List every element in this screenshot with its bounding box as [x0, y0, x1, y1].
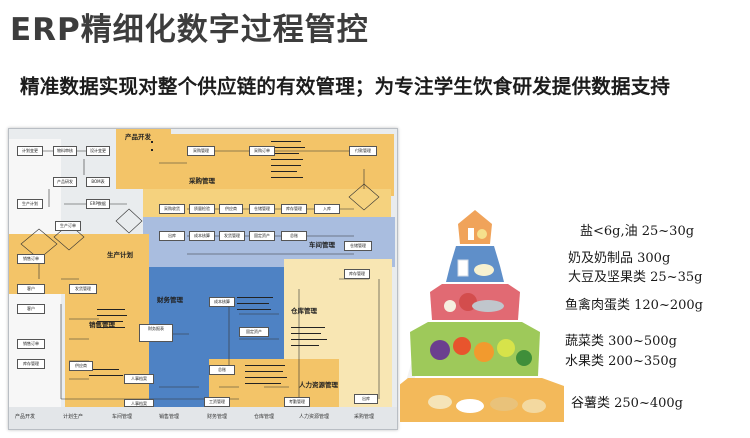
node-outbound: 出库: [159, 231, 185, 241]
node-customer: 客户: [17, 284, 45, 294]
pyramid-label-grains: 谷薯类 250~400g: [571, 396, 683, 411]
node-general-ledger: 总账: [281, 231, 307, 241]
node-storage: 仓储管理: [249, 204, 275, 214]
node-design-change: 设计变更: [86, 146, 110, 156]
node-warehouse-in: 仓储管理: [344, 241, 372, 251]
pyramid-label-soy-nuts: 大豆及坚果类 25~35g: [568, 270, 703, 285]
node-sales-shipping: 发货管理: [69, 284, 97, 294]
node-finance: 财务报表: [139, 324, 173, 342]
node-general-ledger-2: 总账: [209, 365, 235, 375]
zone-title-purchase: 采购管理: [189, 177, 215, 185]
pyramid-label-meat-eggs: 鱼禽肉蛋类 120~200g: [565, 298, 703, 313]
node-vendor-2: 供应商: [69, 361, 93, 371]
node-procurement: 采购管理: [187, 146, 215, 156]
node-personnel: 人事档案: [124, 374, 154, 384]
footer-label: 产品开发: [15, 414, 36, 420]
node-purchase-doc: 采购订单: [249, 146, 275, 156]
node-inbound: 入库: [314, 204, 340, 214]
node-customer-2: 客户: [17, 304, 45, 314]
zone-sales: [65, 294, 149, 407]
node-erp-data: ERP数据: [86, 199, 110, 209]
food-pyramid-graphic: [400, 210, 564, 422]
zone-title-production: 生产计划: [107, 251, 133, 259]
zone-title-warehouse: 仓库管理: [291, 307, 317, 315]
node-plan-change: 计划变更: [17, 146, 43, 156]
zone-title-workshop: 车间管理: [309, 241, 335, 249]
zone-title-hr: 人力资源管理: [299, 381, 338, 389]
node-production-order: 生产订单: [55, 221, 81, 231]
footer-label: 财务管理: [207, 414, 228, 420]
zone-title-product-dev: 产品开发: [125, 133, 151, 141]
zone-footer: [9, 407, 397, 429]
page-title: ERP精细化数字过程管控: [10, 12, 369, 48]
pyramid-label-salt-oil: 盐<6g,油 25~30g: [580, 224, 695, 239]
node-fixed-assets-2: 固定资产: [239, 327, 269, 337]
pyramid-label-vegetables: 蔬菜类 300~500g: [565, 334, 677, 349]
footer-label: 车间管理: [112, 414, 133, 420]
node-shipping: 发货管理: [219, 231, 245, 241]
node-sales-order: 销售订单: [17, 254, 45, 264]
node-inventory: 库存管理: [281, 204, 307, 214]
pyramid-level-5: [400, 378, 564, 422]
node-attendance: 考勤管理: [284, 397, 310, 407]
erp-flow-diagram: 产品开发 采购管理 生产计划 财务管理 仓库管理 销售管理 人力资源管理 车间管…: [8, 128, 398, 430]
page-subtitle: 精准数据实现对整个供应链的有效管理；为专注学生饮食研发提供数据支持: [20, 75, 671, 98]
pyramid-level-2: [446, 246, 504, 282]
footer-label: 销售管理: [159, 414, 180, 420]
footer-label: 人力资源管理: [299, 414, 330, 420]
node-bom: BOM表: [86, 177, 110, 187]
node-fixed-assets: 固定资产: [249, 231, 275, 241]
node-receipt: 采购收货: [159, 204, 185, 214]
footer-label: 仓库管理: [254, 414, 275, 420]
node-material-audit: 物料审核: [53, 146, 77, 156]
node-product-dev: 产品研发: [53, 177, 77, 187]
zone-title-finance: 财务管理: [157, 296, 183, 304]
node-production-plan: 生产计划: [17, 199, 43, 209]
node-salary: 工资管理: [204, 397, 230, 407]
node-inventory-left: 库存管理: [17, 359, 45, 369]
zone-title-sales: 销售管理: [89, 321, 115, 329]
node-sales-left: 销售订单: [17, 339, 45, 349]
node-outbound-2: 出库: [354, 394, 378, 404]
pyramid-level-1: [458, 210, 492, 244]
node-cost: 成本核算: [189, 231, 215, 241]
footer-label: 采购管理: [354, 414, 375, 420]
node-cost-2: 成本核算: [209, 297, 235, 307]
node-vendor: 供应商: [219, 204, 243, 214]
node-personnel-2: 人事档案: [124, 399, 154, 407]
node-inspection: 质量检验: [189, 204, 215, 214]
footer-label: 计划生产: [63, 414, 84, 420]
food-items: [428, 228, 546, 413]
pyramid-label-fruits: 水果类 200~350g: [565, 354, 677, 369]
node-inventory-wh: 库存管理: [344, 269, 370, 279]
node-payment: 付款管理: [349, 146, 377, 156]
pyramid-label-dairy: 奶及奶制品 300g: [568, 251, 671, 266]
